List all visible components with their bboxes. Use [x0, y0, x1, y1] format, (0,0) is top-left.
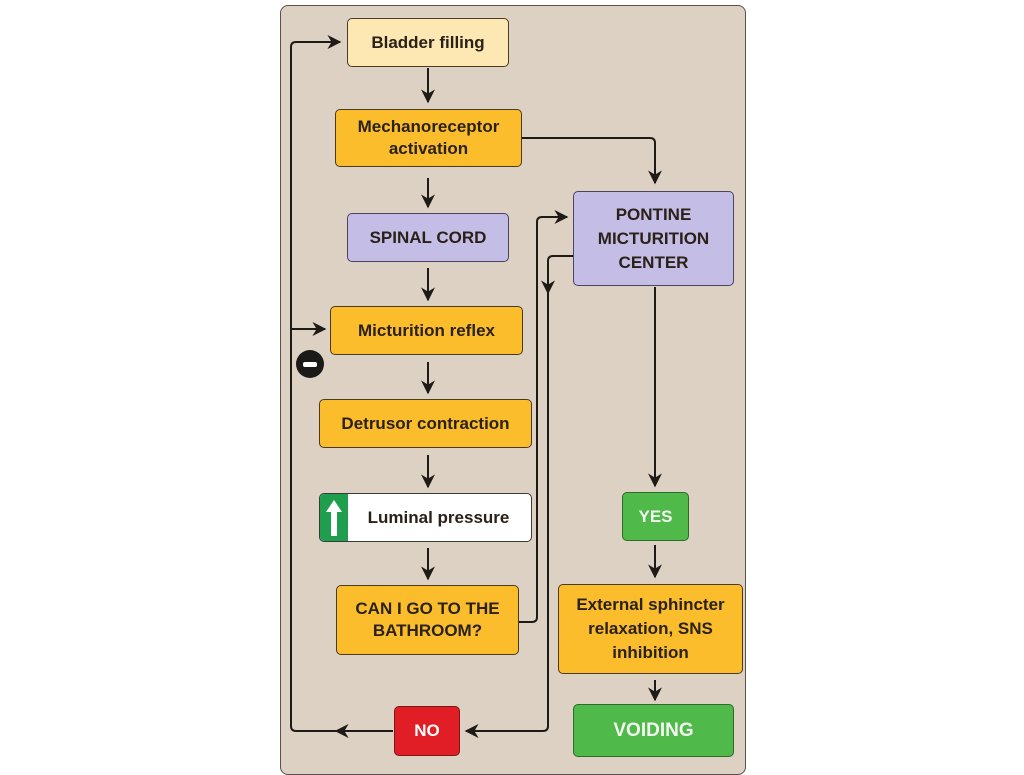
- node-yes: YES: [622, 492, 689, 541]
- node-mechanoreceptor-activation: Mechanoreceptor activation: [335, 109, 522, 167]
- node-bladder-filling: Bladder filling: [347, 18, 509, 67]
- node-micturition-reflex: Micturition reflex: [330, 306, 523, 355]
- minus-icon: [296, 350, 324, 378]
- node-luminal-pressure: Luminal pressure: [319, 493, 532, 542]
- node-spinal-cord: SPINAL CORD: [347, 213, 509, 262]
- node-pontine-micturition-center: PONTINE MICTURITION CENTER: [573, 191, 734, 286]
- node-no: NO: [394, 706, 460, 756]
- up-arrow-icon: [320, 494, 348, 541]
- node-can-i-go-to-the-bathroom: CAN I GO TO THE BATHROOM?: [336, 585, 519, 655]
- node-detrusor-contraction: Detrusor contraction: [319, 399, 532, 448]
- node-external-sphincter-relaxation: External sphincter relaxation, SNS inhib…: [558, 584, 743, 674]
- node-voiding: VOIDING: [573, 704, 734, 757]
